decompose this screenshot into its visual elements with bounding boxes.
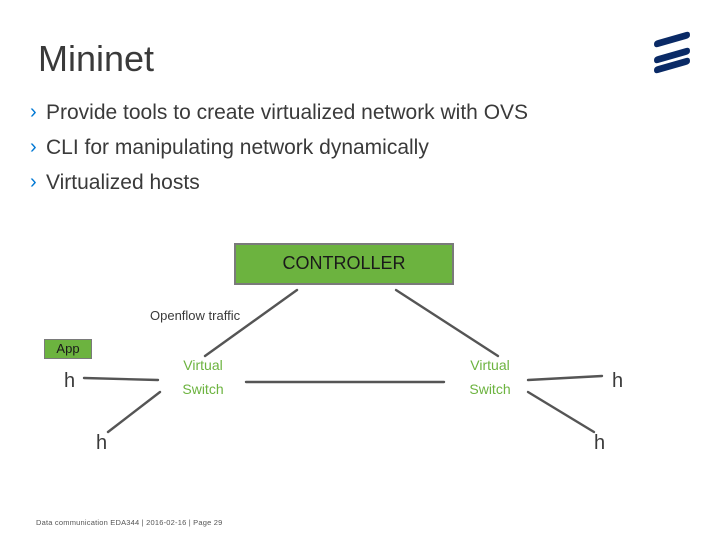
switch-label-line2: Switch bbox=[182, 381, 224, 397]
switch-label-line1: Virtual bbox=[183, 357, 223, 373]
app-node: App bbox=[44, 339, 92, 359]
host-left: h bbox=[64, 370, 76, 392]
bullet-item: › CLI for manipulating network dynamical… bbox=[30, 130, 528, 165]
switch-label-line2: Switch bbox=[469, 381, 511, 397]
bullet-text: CLI for manipulating network dynamically bbox=[46, 136, 429, 159]
bullet-text: Virtualized hosts bbox=[46, 171, 200, 194]
host-right: h bbox=[612, 370, 624, 392]
link-left-switch-host-bottom bbox=[106, 390, 162, 434]
link-controller-left-switch bbox=[203, 288, 299, 358]
virtual-switch-left: Virtual Switch bbox=[163, 353, 243, 401]
bullet-item: › Provide tools to create virtualized ne… bbox=[30, 95, 528, 130]
bullet-text: Provide tools to create virtualized netw… bbox=[46, 101, 529, 124]
bullet-list: › Provide tools to create virtualized ne… bbox=[30, 95, 528, 200]
openflow-traffic-label: Openflow traffic bbox=[150, 308, 241, 323]
virtual-switch-right: Virtual Switch bbox=[450, 353, 530, 401]
host-bottom-right: h bbox=[594, 432, 606, 454]
chevron-right-icon: › bbox=[30, 136, 37, 158]
host-bottom-left: h bbox=[96, 432, 108, 454]
slide-footer: Data communication EDA344 | 2016-02-16 |… bbox=[36, 518, 223, 527]
switch-label-line1: Virtual bbox=[470, 357, 510, 373]
link-controller-right-switch bbox=[394, 288, 500, 358]
ericsson-logo-icon bbox=[654, 31, 690, 74]
link-host-left-switch bbox=[82, 376, 160, 382]
bullet-item: › Virtualized hosts bbox=[30, 165, 528, 200]
link-right-switch-host-bottom bbox=[526, 390, 596, 434]
slide-title: Mininet bbox=[38, 38, 155, 79]
link-right-switch-host bbox=[526, 374, 604, 382]
chevron-right-icon: › bbox=[30, 101, 37, 123]
controller-node: CONTROLLER bbox=[234, 243, 454, 285]
chevron-right-icon: › bbox=[30, 171, 37, 193]
